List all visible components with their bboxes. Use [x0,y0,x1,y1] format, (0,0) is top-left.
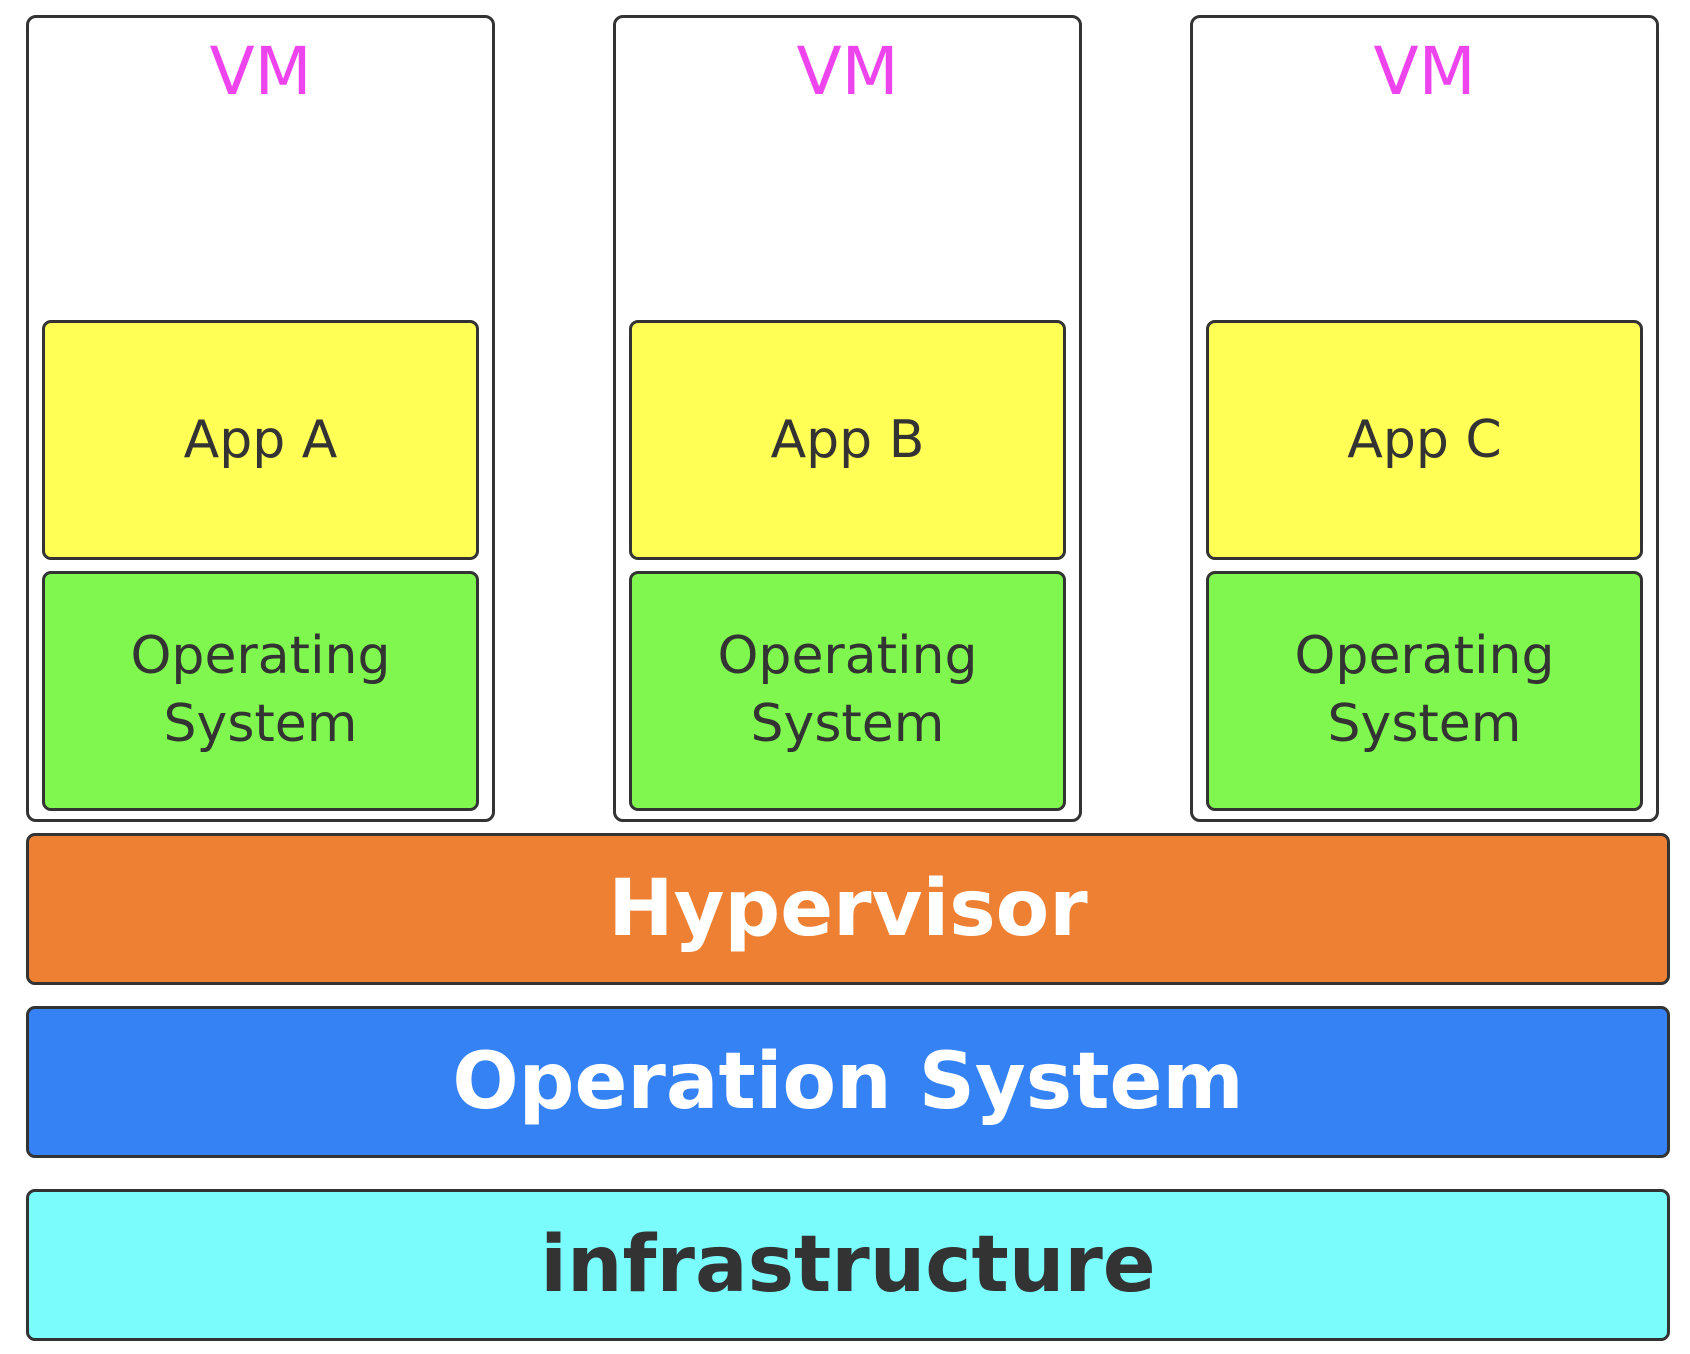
vm-box-2: VM App B Operating System [613,15,1082,822]
guest-os-box: Operating System [629,571,1066,811]
app-box-c: App C [1206,320,1643,560]
guest-os-label: Operating System [1295,623,1555,758]
vm-label: VM [209,33,312,110]
guest-os-label: Operating System [131,623,391,758]
app-box-b: App B [629,320,1066,560]
guest-os-box: Operating System [42,571,479,811]
guest-os-label: Operating System [718,623,978,758]
host-os-label: Operation System [452,1037,1244,1127]
app-label: App C [1347,410,1502,470]
guest-os-line1: Operating [1294,626,1555,687]
guest-os-box: Operating System [1206,571,1643,811]
guest-os-line1: Operating [130,626,391,687]
guest-os-line2: System [1327,694,1522,754]
hypervisor-layer: Hypervisor [26,833,1670,985]
app-box-a: App A [42,320,479,560]
vm-box-1: VM App A Operating System [26,15,495,822]
vm-label: VM [1373,33,1476,110]
app-label: App B [770,410,925,470]
hypervisor-label: Hypervisor [608,864,1088,954]
guest-os-line1: Operating [717,626,978,687]
app-label: App A [183,410,338,470]
vm-box-3: VM App C Operating System [1190,15,1659,822]
guest-os-line2: System [163,694,358,754]
vm-label: VM [796,33,899,110]
infrastructure-label: infrastructure [540,1220,1156,1310]
infrastructure-layer: infrastructure [26,1189,1670,1341]
guest-os-line2: System [750,694,945,754]
host-os-layer: Operation System [26,1006,1670,1158]
